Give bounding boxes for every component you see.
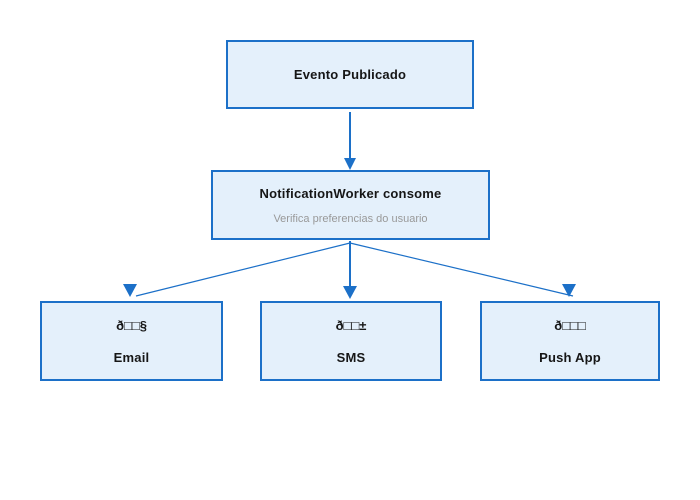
node-sms-channel: ð□□± SMS	[260, 301, 442, 381]
arrow-worker-to-email	[123, 242, 351, 297]
arrow-worker-to-sms	[343, 241, 357, 299]
arrowhead-down-icon	[343, 286, 357, 299]
broken-bell-emoji-icon: ð□□□	[554, 317, 586, 333]
node-worker-title: NotificationWorker consome	[259, 185, 442, 201]
arrow-evento-to-worker	[344, 112, 356, 170]
node-email-channel: ð□□§ Email	[40, 301, 223, 381]
node-push-app-channel: ð□□□ Push App	[480, 301, 660, 381]
arrow-worker-to-push	[349, 242, 576, 297]
node-sms-label: SMS	[336, 349, 366, 365]
node-push-label: Push App	[539, 349, 601, 365]
broken-phone-emoji-icon: ð□□±	[335, 317, 367, 333]
node-notification-worker: NotificationWorker consome Verifica pref…	[211, 170, 490, 240]
arrowhead-down-icon	[562, 284, 576, 297]
node-worker-subtitle: Verifica preferencias do usuario	[273, 212, 428, 225]
node-email-label: Email	[113, 349, 150, 365]
arrowhead-down-icon	[344, 158, 356, 170]
arrowhead-down-icon	[123, 284, 137, 297]
node-evento-title: Evento Publicado	[293, 67, 407, 82]
node-evento-publicado: Evento Publicado	[226, 40, 474, 109]
broken-email-emoji-icon: ð□□§	[116, 317, 147, 333]
